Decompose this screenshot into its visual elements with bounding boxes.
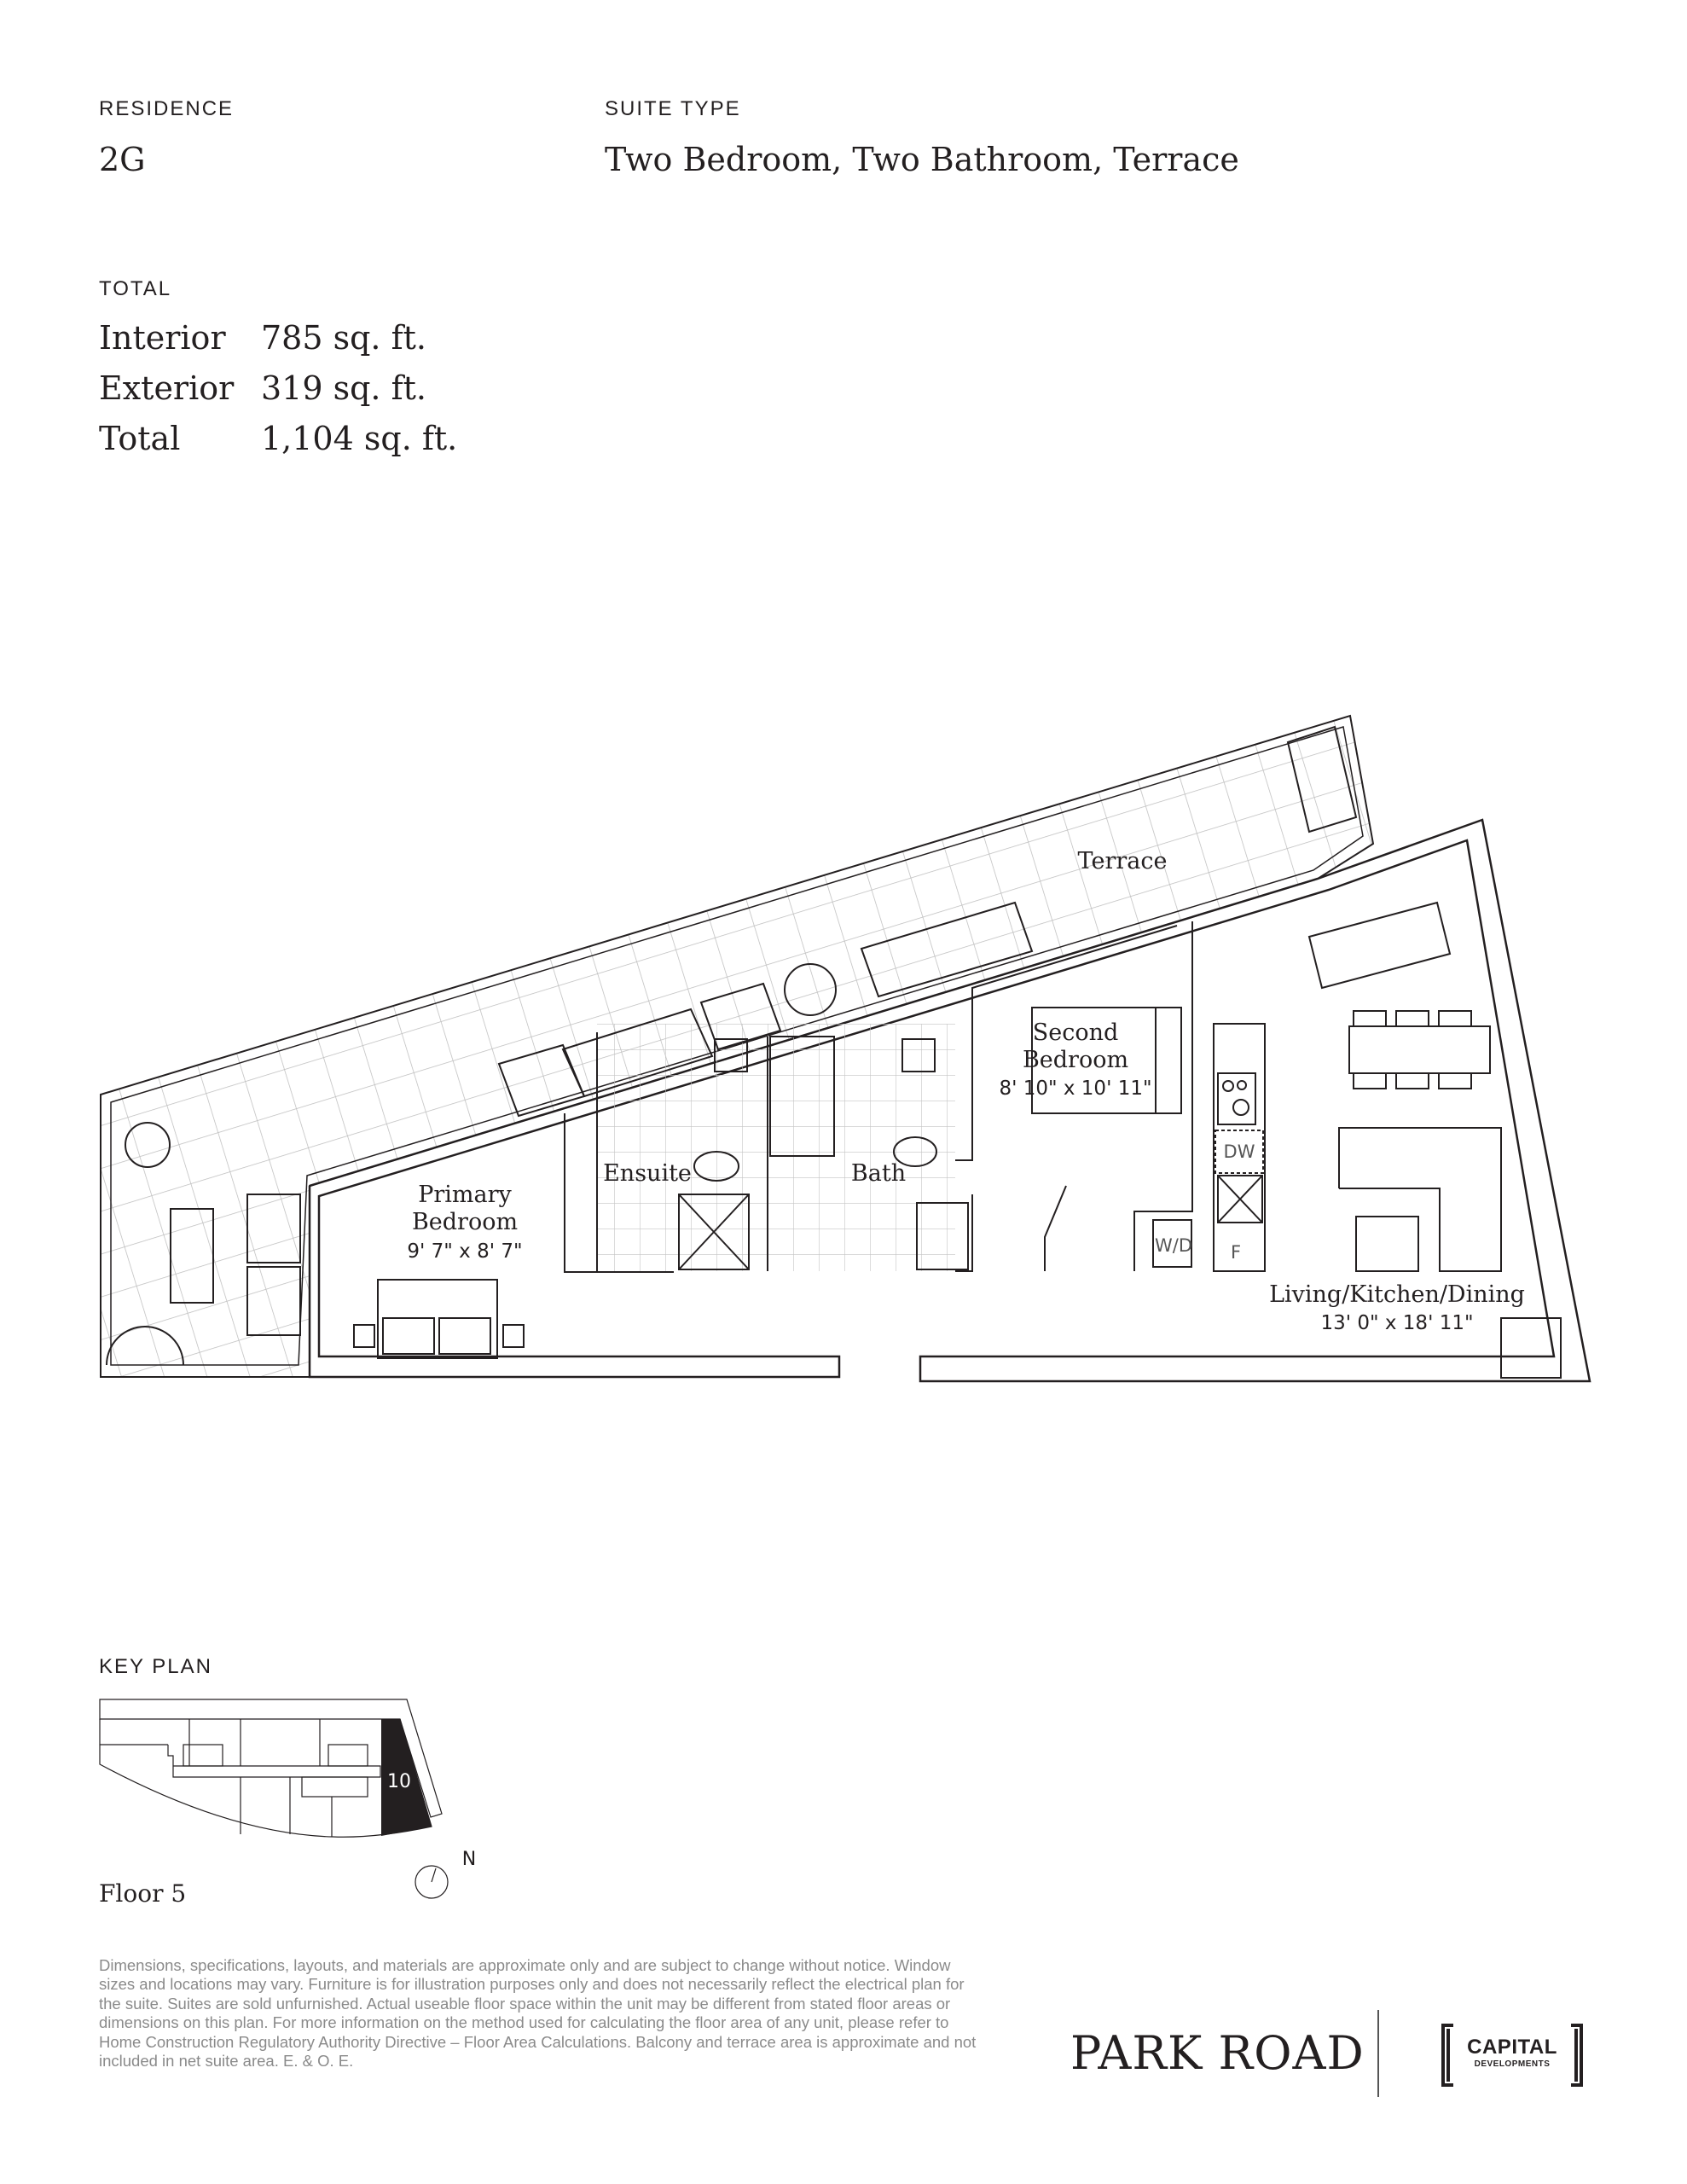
cooktop <box>1217 1072 1256 1125</box>
label-primary-bedroom-2: Bedroom <box>412 1209 518 1235</box>
suite-type-label: SUITE TYPE <box>605 97 741 120</box>
key-plan-unit-highlight <box>381 1719 432 1836</box>
label-bath: Bath <box>851 1160 906 1187</box>
area-value: 785 sq. ft. <box>261 319 427 357</box>
planter <box>1286 725 1358 834</box>
residence-label: RESIDENCE <box>99 97 235 120</box>
kitchen-island <box>1307 901 1452 990</box>
label-primary-bedroom-1: Primary <box>418 1182 512 1208</box>
area-value: 319 sq. ft. <box>261 369 427 407</box>
total-section-label: TOTAL <box>99 277 172 300</box>
developments-word: DEVELOPMENTS <box>1474 2059 1551 2069</box>
label-terrace: Terrace <box>1078 848 1168 874</box>
primary-bed <box>377 1279 498 1359</box>
park-road-logo: PARK ROAD <box>1070 2026 1365 2080</box>
unit-walls <box>308 818 1591 1383</box>
bracket-icon <box>1441 2024 1583 2087</box>
label-second-bedroom-2: Bedroom <box>1023 1047 1128 1073</box>
label-fridge: F <box>1231 1242 1241 1263</box>
label-living: Living/Kitchen/Dining <box>1269 1281 1525 1308</box>
dims-second-bedroom: 8' 10" x 10' 11" <box>999 1077 1151 1100</box>
north-label: N <box>462 1849 476 1870</box>
key-plan <box>99 1699 449 1899</box>
suite-type-value: Two Bedroom, Two Bathroom, Terrace <box>605 141 1239 178</box>
floor-label: Floor 5 <box>99 1879 187 1908</box>
dining-table <box>1348 1025 1491 1074</box>
key-plan-unit-number: 10 <box>387 1771 411 1792</box>
dims-living: 13' 0" x 18' 11" <box>1320 1312 1473 1334</box>
area-value: 1,104 sq. ft. <box>261 420 458 457</box>
dims-primary-bedroom: 9' 7" x 8' 7" <box>407 1240 522 1263</box>
sectional-sofa <box>1338 1127 1502 1272</box>
disclaimer: Dimensions, specifications, layouts, and… <box>99 1956 977 2071</box>
capital-word: CAPITAL <box>1467 2036 1557 2059</box>
label-dishwasher: DW <box>1224 1141 1255 1162</box>
label-washer-dryer: W/D <box>1155 1235 1192 1256</box>
logo-divider <box>1377 2010 1379 2097</box>
area-label: Interior <box>99 319 226 357</box>
key-plan-label: KEY PLAN <box>99 1655 212 1678</box>
residence-value: 2G <box>99 141 146 178</box>
area-label: Total <box>99 420 181 457</box>
label-ensuite: Ensuite <box>603 1160 692 1187</box>
area-label: Exterior <box>99 369 235 407</box>
label-second-bedroom-1: Second <box>1033 1019 1119 1046</box>
ensuite-shower <box>678 1194 750 1270</box>
capital-developments-logo: CAPITAL DEVELOPMENTS <box>1436 2022 1588 2088</box>
bathtub <box>769 1036 835 1157</box>
